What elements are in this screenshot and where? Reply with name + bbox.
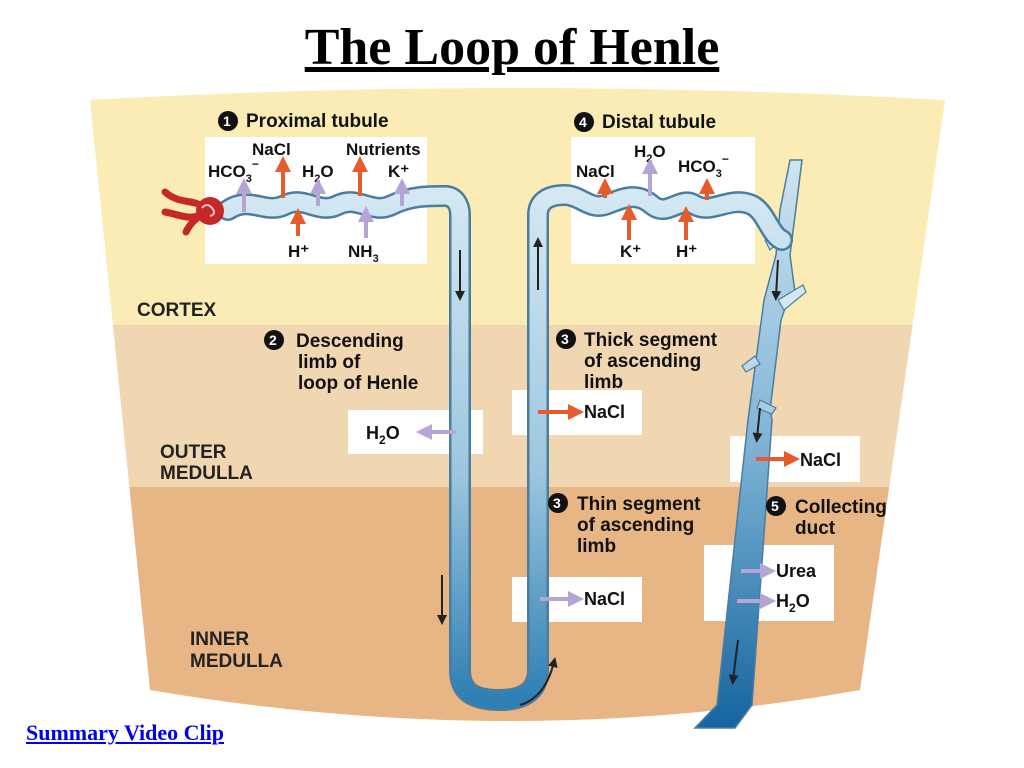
cortex-label: CORTEX	[137, 300, 217, 321]
thin-nacl-label: NaCl	[584, 589, 625, 609]
thick-segment-label-2: of ascending	[584, 351, 701, 372]
duct-h2o-label: H2O	[776, 591, 810, 615]
proximal-hco3-base: HCO	[208, 162, 246, 181]
descending-h2o-h: H	[366, 423, 379, 443]
collecting-duct-box	[704, 545, 834, 621]
proximal-hco3-sup: −	[252, 157, 259, 171]
proximal-nacl-label: NaCl	[252, 140, 291, 159]
proximal-h2o-h: H	[302, 162, 314, 181]
descending-limb-label-1: Descending	[296, 331, 404, 352]
duct-h2o-sub: 2	[789, 601, 796, 615]
duct-h2o-h: H	[776, 591, 789, 611]
proximal-hplus-label: H⁺	[288, 242, 309, 261]
segment-4-number	[574, 112, 594, 132]
proximal-nh3-label: NH3	[348, 242, 379, 265]
segment-2-number-text: 2	[269, 332, 277, 348]
inner-medulla-label-2: MEDULLA	[190, 651, 283, 672]
ascending-flow-arrow-bottom	[519, 657, 558, 706]
proximal-tubule-label: Proximal tubule	[246, 111, 389, 132]
descending-h2o-o: O	[386, 423, 400, 443]
proximal-h2o-o: O	[320, 162, 333, 181]
descending-h2o-sub: 2	[379, 433, 386, 447]
segment-4-number-text: 4	[579, 114, 587, 130]
distal-h2o-o: O	[652, 142, 665, 161]
descending-limb-label-3: loop of Henle	[298, 373, 418, 394]
thick-segment-label-3: limb	[584, 372, 623, 393]
thick-nacl-label: NaCl	[584, 402, 625, 422]
distal-hplus-label: H⁺	[676, 242, 697, 261]
proximal-nh3-sub: 3	[373, 253, 379, 265]
urea-label: Urea	[776, 561, 817, 581]
glomerulus	[161, 188, 224, 236]
distal-h2o-h: H	[634, 142, 646, 161]
loop-tubule-lumen	[219, 186, 791, 709]
thin-segment-label-1: Thin segment	[577, 494, 701, 515]
proximal-nutrients-label: Nutrients	[346, 140, 421, 159]
collecting-duct-label-1: Collecting	[795, 497, 887, 518]
distal-hco3-label: HCO3−	[678, 152, 729, 180]
distal-kplus-label: K⁺	[620, 242, 641, 261]
proximal-nh3-base: NH	[348, 242, 373, 261]
segment-5-number	[766, 496, 786, 516]
segment-1-number	[218, 111, 238, 131]
distal-nacl-label: NaCl	[576, 162, 615, 181]
segment-3a-number	[556, 329, 576, 349]
thick-segment-label-1: Thick segment	[584, 330, 718, 351]
distal-hco3-base: HCO	[678, 157, 716, 176]
outer-medulla-label-1: OUTER	[160, 442, 227, 463]
duct-nacl-label: NaCl	[800, 450, 841, 470]
distal-hco3-sup: −	[722, 152, 729, 166]
distal-hco3-sub: 3	[716, 168, 722, 180]
thin-segment-label-2: of ascending	[577, 515, 694, 536]
page-title: The Loop of Henle	[304, 19, 720, 76]
summary-video-clip-link[interactable]: Summary Video Clip	[26, 720, 225, 745]
proximal-hco3-sub: 3	[246, 173, 252, 185]
segment-1-number-text: 1	[223, 113, 231, 129]
descending-h2o-label: H2O	[366, 423, 400, 447]
duct-flow-arrow-bottom	[728, 639, 739, 685]
duct-h2o-o: O	[796, 591, 810, 611]
segment-3a-number-text: 3	[561, 331, 569, 347]
duct-flow-arrow-mid	[752, 407, 763, 443]
duct-flow-arrow-top	[771, 259, 782, 301]
segment-3b-number	[548, 493, 568, 513]
segment-5-number-text: 5	[771, 498, 779, 514]
distal-tubule-label: Distal tubule	[602, 112, 716, 133]
collecting-duct-label-2: duct	[795, 518, 836, 539]
thin-segment-label-3: limb	[577, 536, 616, 557]
segment-2-number	[264, 330, 284, 350]
inner-medulla-label-1: INNER	[190, 629, 249, 650]
descending-limb-label-2: limb of	[298, 352, 361, 373]
outer-medulla-label-2: MEDULLA	[160, 463, 253, 484]
segment-3b-number-text: 3	[553, 495, 561, 511]
proximal-kplus-label: K⁺	[388, 162, 409, 181]
